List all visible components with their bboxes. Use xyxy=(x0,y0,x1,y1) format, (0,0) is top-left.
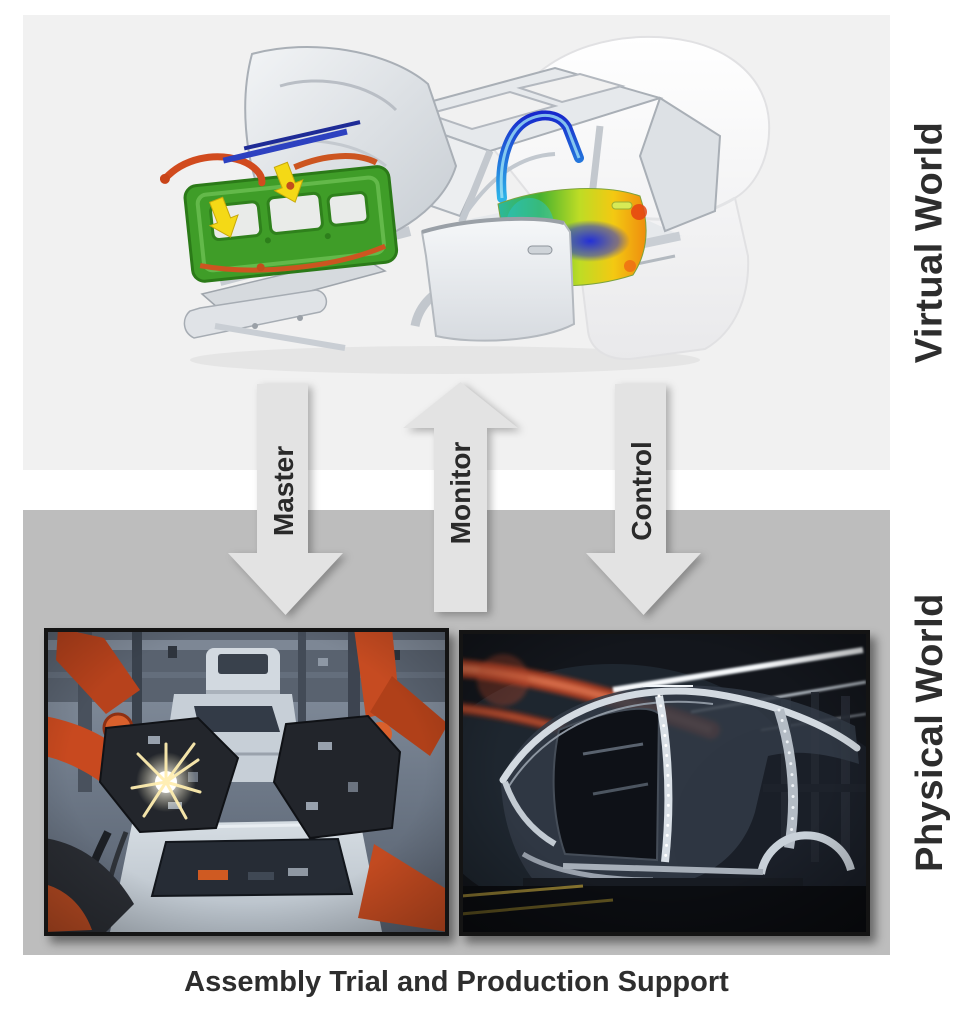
white-front-door xyxy=(420,216,576,342)
monitor-arrow-label: Monitor xyxy=(445,441,476,545)
door-handle xyxy=(611,201,633,210)
welding-robots-photo xyxy=(44,628,449,936)
master-arrow-shape xyxy=(228,384,343,615)
body-in-white-photo xyxy=(459,630,870,936)
red-fixture-tube xyxy=(161,153,266,187)
master-arrow-label: Master xyxy=(268,445,299,537)
physical-world-label-container: Physical World xyxy=(888,510,972,955)
monitor-arrow xyxy=(403,382,518,612)
control-arrow-shape xyxy=(586,384,701,615)
yellow-down-arrow xyxy=(208,196,239,238)
virtual-world-label-container: Virtual World xyxy=(888,15,972,470)
blue-rod xyxy=(222,128,348,164)
physical-world-label: Physical World xyxy=(908,593,951,872)
monitor-arrow-shape xyxy=(403,382,518,612)
control-arrow xyxy=(586,384,701,615)
virtual-world-label: Virtual World xyxy=(908,121,951,364)
figure-caption: Assembly Trial and Production Support xyxy=(184,966,729,998)
ground-shadow xyxy=(190,346,700,374)
door-handle xyxy=(527,245,553,255)
master-arrow xyxy=(228,384,343,615)
green-hood-inner-panel xyxy=(160,120,399,283)
control-arrow-label: Control xyxy=(626,441,657,541)
virtual-car-illustration xyxy=(160,35,771,374)
